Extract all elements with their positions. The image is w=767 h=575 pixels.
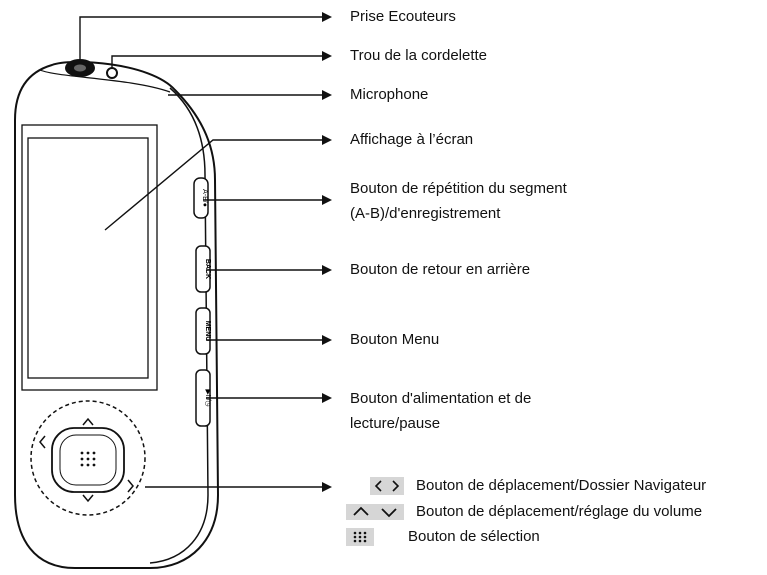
ab-button-label: A-B/●: [201, 189, 208, 207]
device-top-edge: [39, 69, 171, 93]
label-headphone-jack: Prise Ecouteurs: [350, 8, 456, 25]
label-microphone: Microphone: [350, 86, 429, 103]
up-down-arrows-icon: [346, 503, 404, 521]
nav-down-arrow-icon: [82, 494, 94, 503]
leader-strap: [111, 55, 322, 68]
label-menu: Bouton Menu: [350, 331, 440, 348]
legend-up-down: Bouton de déplacement/réglage du volume: [416, 503, 703, 520]
nav-pad-ring: [30, 400, 146, 516]
arrow-heads: [322, 12, 332, 492]
select-button-icon: [346, 528, 374, 546]
ab-button: [193, 177, 209, 219]
screen: [27, 137, 149, 379]
label-back: Bouton de retour en arrière: [350, 261, 531, 278]
label-power-line1: Bouton d'alimentation et de: [350, 390, 532, 407]
leader-headphone: [79, 16, 322, 60]
menu-button: [195, 307, 211, 355]
back-button-label: BACK: [204, 259, 211, 279]
nav-right-arrow-icon: [127, 479, 134, 493]
device-side-edge: [149, 87, 209, 564]
label-ab-line2: (A-B)/d'enregistrement: [350, 205, 501, 222]
left-right-arrows-icon: [370, 477, 404, 495]
nav-up-arrow-icon: [82, 417, 94, 426]
label-power-line2: lecture/pause: [350, 415, 441, 432]
label-strap-hole: Trou de la cordelette: [350, 47, 488, 64]
legend-select: Bouton de sélection: [408, 528, 540, 545]
menu-button-label: MENU: [204, 321, 211, 342]
label-screen: Affichage à l’écran: [350, 131, 474, 148]
nav-left-arrow-icon: [39, 435, 46, 449]
legend-left-right: Bouton de déplacement/Dossier Navigateur: [416, 477, 707, 494]
label-ab-line1: Bouton de répétition du segment: [350, 180, 567, 197]
select-dots-icon: [80, 451, 96, 467]
leader-screen: [104, 139, 322, 231]
back-button: [195, 245, 211, 293]
leader-lines: [79, 16, 322, 488]
